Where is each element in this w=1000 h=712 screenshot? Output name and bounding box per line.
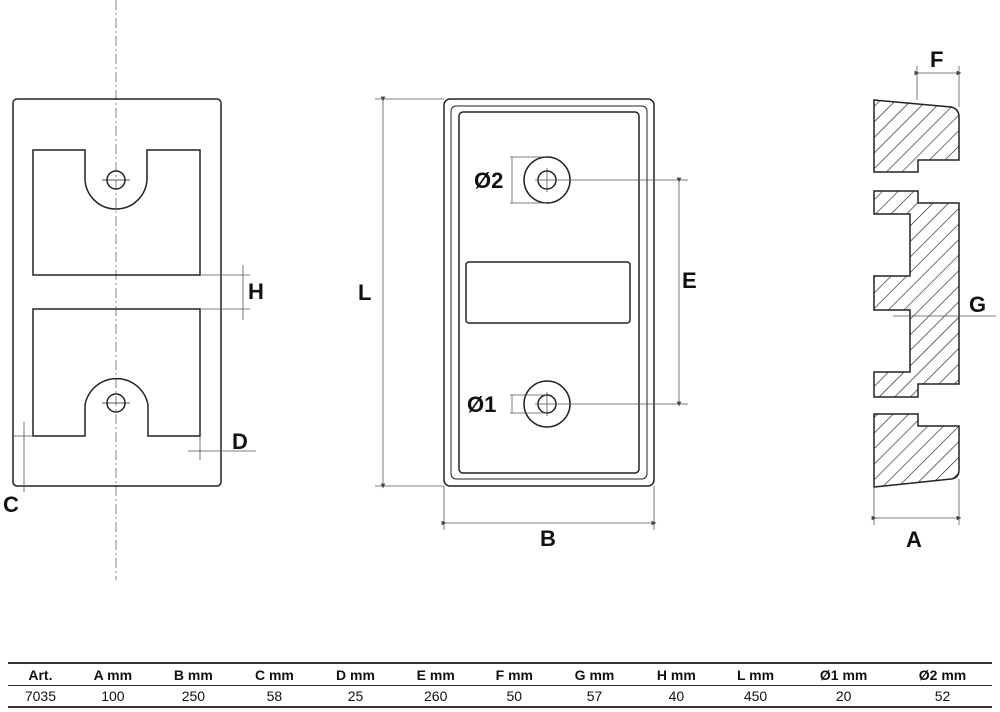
plate-inner	[458, 111, 640, 474]
table-header-row: Art. A mm B mm C mm D mm E mm F mm G mm …	[8, 662, 992, 686]
label-window	[465, 261, 631, 324]
header-e: E mm	[396, 662, 476, 686]
front-view-dimensions	[13, 265, 256, 492]
cell-d2: 52	[893, 685, 992, 708]
cell-h: 40	[635, 685, 717, 708]
dim-label-D: D	[232, 429, 248, 454]
header-f: F mm	[475, 662, 554, 686]
cell-b: 250	[152, 685, 234, 708]
cell-a: 100	[72, 685, 153, 708]
cell-d: 25	[314, 685, 396, 708]
header-b: B mm	[152, 662, 234, 686]
dim-label-C: C	[3, 492, 19, 517]
dim-label-d1: Ø1	[467, 392, 496, 417]
cell-art: 7035	[8, 685, 73, 708]
cell-l: 450	[716, 685, 795, 708]
header-l: L mm	[716, 662, 795, 686]
dim-label-G: G	[969, 292, 986, 317]
dim-label-B: B	[540, 526, 556, 551]
lower-pocket	[32, 308, 201, 437]
dim-label-L: L	[358, 280, 371, 305]
header-c: C mm	[233, 662, 315, 686]
technical-drawing: H D C L B E Ø2 Ø1	[3, 0, 996, 580]
cell-e: 260	[396, 685, 476, 708]
front-view	[12, 0, 222, 580]
upper-pocket	[32, 149, 201, 276]
header-d1: Ø1 mm	[794, 662, 894, 686]
section-view-dimensions	[871, 66, 996, 525]
plate-outer	[443, 98, 655, 487]
header-g: G mm	[553, 662, 636, 686]
cell-f: 50	[475, 685, 554, 708]
cell-d1: 20	[794, 685, 894, 708]
section-view	[873, 99, 960, 488]
dim-label-H: H	[248, 279, 264, 304]
dim-label-d2: Ø2	[474, 168, 503, 193]
cell-c: 58	[233, 685, 315, 708]
top-view	[443, 98, 655, 487]
header-d2: Ø2 mm	[893, 662, 992, 686]
top-view-dimensions	[375, 96, 688, 530]
header-a: A mm	[72, 662, 153, 686]
outer-body	[12, 98, 222, 487]
table-row: 7035 100 250 58 25 260 50 57 40 450 20 5…	[8, 685, 992, 708]
header-art: Art.	[8, 662, 73, 686]
cell-g: 57	[553, 685, 636, 708]
dimensions-table: Art. A mm B mm C mm D mm E mm F mm G mm …	[8, 662, 992, 708]
dim-label-A: A	[906, 527, 922, 552]
header-h: H mm	[635, 662, 717, 686]
dim-label-E: E	[682, 268, 697, 293]
dim-label-F: F	[930, 47, 943, 72]
header-d: D mm	[314, 662, 396, 686]
